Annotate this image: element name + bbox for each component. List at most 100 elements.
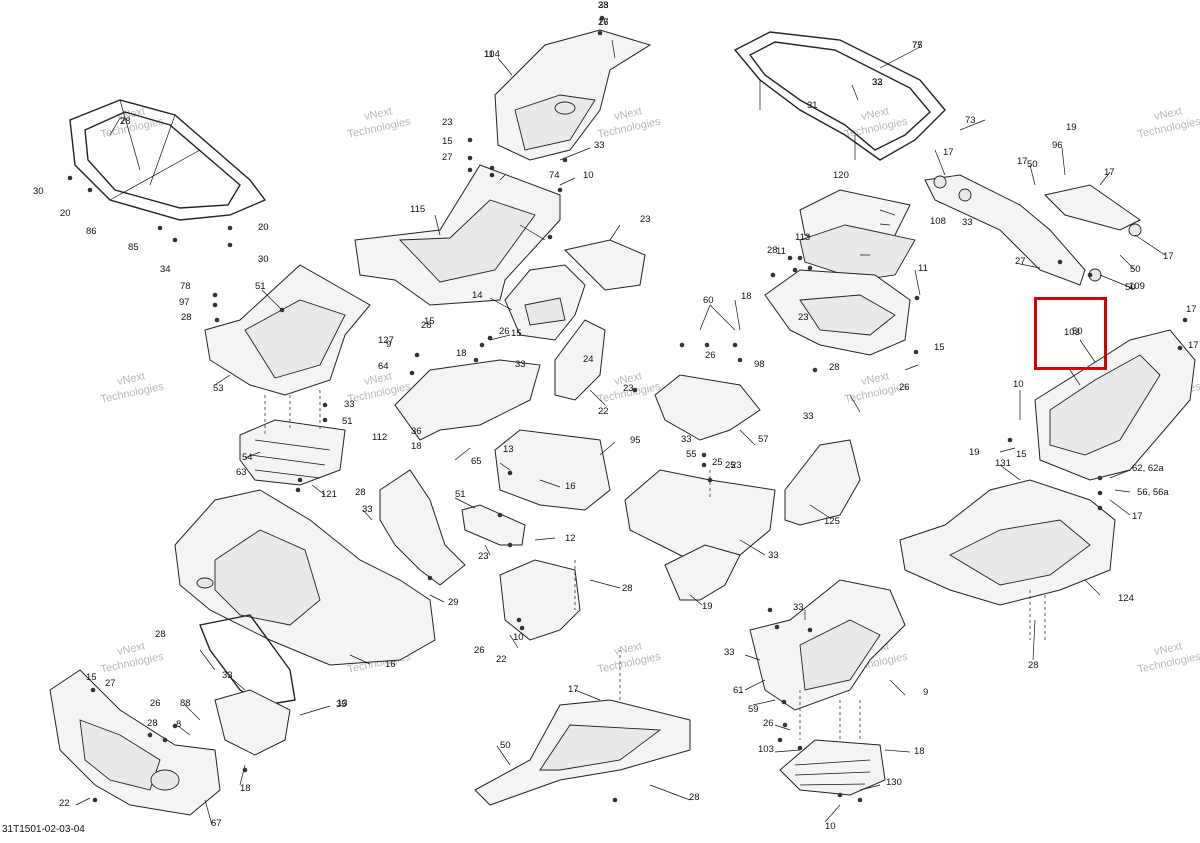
callout-label: 60 xyxy=(703,295,714,306)
watermark-text: vNext xyxy=(613,640,643,658)
callout-label: 77 xyxy=(912,40,923,51)
callout-label: 15 xyxy=(424,316,435,327)
fastener xyxy=(797,745,803,751)
fastener xyxy=(295,487,301,493)
callout-label: 31 xyxy=(807,100,818,111)
part-headlight-cover-97 xyxy=(504,264,586,341)
callout-label: 17 xyxy=(1104,167,1115,178)
callout-label: 24 xyxy=(583,354,594,365)
fastener xyxy=(1177,345,1183,351)
fastener xyxy=(597,30,603,36)
callout-label: 19 xyxy=(1066,122,1077,133)
callout-label: 26 xyxy=(705,350,716,361)
callout-label: 15 xyxy=(511,328,522,339)
callout-label: 50 xyxy=(1072,326,1083,337)
callout-label: 125 xyxy=(824,516,840,527)
callout-label: 109 xyxy=(1129,281,1145,292)
callout-label: 124 xyxy=(1118,593,1134,604)
fastener xyxy=(467,155,473,161)
callout-label: 54 xyxy=(242,452,253,463)
callout-label: 23 xyxy=(798,312,809,323)
part-guard-62 xyxy=(784,439,861,526)
callout-label: 121 xyxy=(321,489,337,500)
callout-label: 15 xyxy=(934,342,945,353)
callout-label: 10 xyxy=(583,170,594,181)
callout-label-highlighted: 103 xyxy=(1064,327,1080,338)
callout-label: 62, 62a xyxy=(1132,463,1164,474)
fastener xyxy=(479,342,485,348)
callout-label: 22 xyxy=(496,654,507,665)
callout-label: 104 xyxy=(484,49,500,60)
fastener xyxy=(467,137,473,143)
callout-label: 11 xyxy=(776,246,786,257)
fastener xyxy=(807,627,813,633)
callout-label: 16 xyxy=(565,481,576,492)
fastener xyxy=(507,542,513,548)
fastener xyxy=(701,452,707,458)
callout-label: 51 xyxy=(255,281,266,292)
callout-label: 15 xyxy=(1016,449,1027,460)
leader-lines xyxy=(75,39,1166,826)
fastener xyxy=(157,225,163,231)
callout-label: 18 xyxy=(240,783,251,794)
fastener xyxy=(507,470,513,476)
fastener xyxy=(489,165,495,171)
highlight-box-103[interactable] xyxy=(1034,297,1107,370)
watermark-text: vNext xyxy=(860,105,890,123)
callout-label: 28 xyxy=(120,116,131,127)
part-bracket-55 xyxy=(494,429,611,511)
callout-label: 113 xyxy=(795,232,810,243)
fastener xyxy=(704,342,710,348)
part-panel-63 xyxy=(554,319,606,401)
fastener xyxy=(212,302,218,308)
callout-label: 23 xyxy=(640,214,651,225)
callout-label: 17 xyxy=(598,17,609,28)
callout-label: 28 xyxy=(598,0,609,11)
callout-label: 50 xyxy=(1125,282,1136,293)
callout-label: 18 xyxy=(914,746,925,757)
callout-label: 17 xyxy=(568,684,579,695)
callout-label: 36 xyxy=(411,426,422,437)
callout-label: 10 xyxy=(1013,379,1024,390)
fastener xyxy=(737,357,743,363)
fastener xyxy=(487,335,493,341)
watermark-text: vNext xyxy=(1153,640,1183,658)
callout-label: 12 xyxy=(565,533,576,544)
alignment-lines xyxy=(264,390,1046,740)
fastener xyxy=(1087,272,1093,278)
fastener xyxy=(807,265,813,271)
callout-label: 33 xyxy=(222,670,233,681)
part-footrest-67 xyxy=(779,739,886,796)
fastener xyxy=(732,342,738,348)
callout-label: 56, 56a xyxy=(1137,487,1169,498)
fastener xyxy=(516,617,522,623)
fastener xyxy=(837,792,843,798)
callout-label: 78 xyxy=(180,281,191,292)
part-panel-61 xyxy=(664,544,741,601)
fastener xyxy=(519,625,525,631)
fastener xyxy=(409,370,415,376)
callout-label: 15 xyxy=(442,136,453,147)
callout-label: 50 xyxy=(1027,159,1038,170)
callout-label: 98 xyxy=(754,359,765,370)
part-panel-124 xyxy=(499,559,581,641)
callout-label: 28 xyxy=(421,320,432,331)
callout-label: 13 xyxy=(337,698,348,709)
callout-label: 22 xyxy=(59,798,70,809)
callout-label: 25 xyxy=(712,457,723,468)
callout-label: 16 xyxy=(385,659,396,670)
diagram-code: 31T1501-02-03-04 xyxy=(2,824,85,835)
fastener xyxy=(679,342,685,348)
callout-label: 28 xyxy=(155,629,166,640)
callout-label: 85 xyxy=(128,242,139,253)
callout-label: 17 xyxy=(1186,304,1197,315)
fastener xyxy=(787,255,793,261)
fastener xyxy=(322,417,328,423)
part-grille-74 xyxy=(49,669,221,816)
part-side-panel-57 xyxy=(394,359,541,441)
callout-label: 33 xyxy=(362,504,373,515)
fastener xyxy=(701,462,707,468)
fastener xyxy=(172,237,178,243)
callout-label: 9 xyxy=(386,339,391,350)
callout-label: 33 xyxy=(681,434,692,445)
